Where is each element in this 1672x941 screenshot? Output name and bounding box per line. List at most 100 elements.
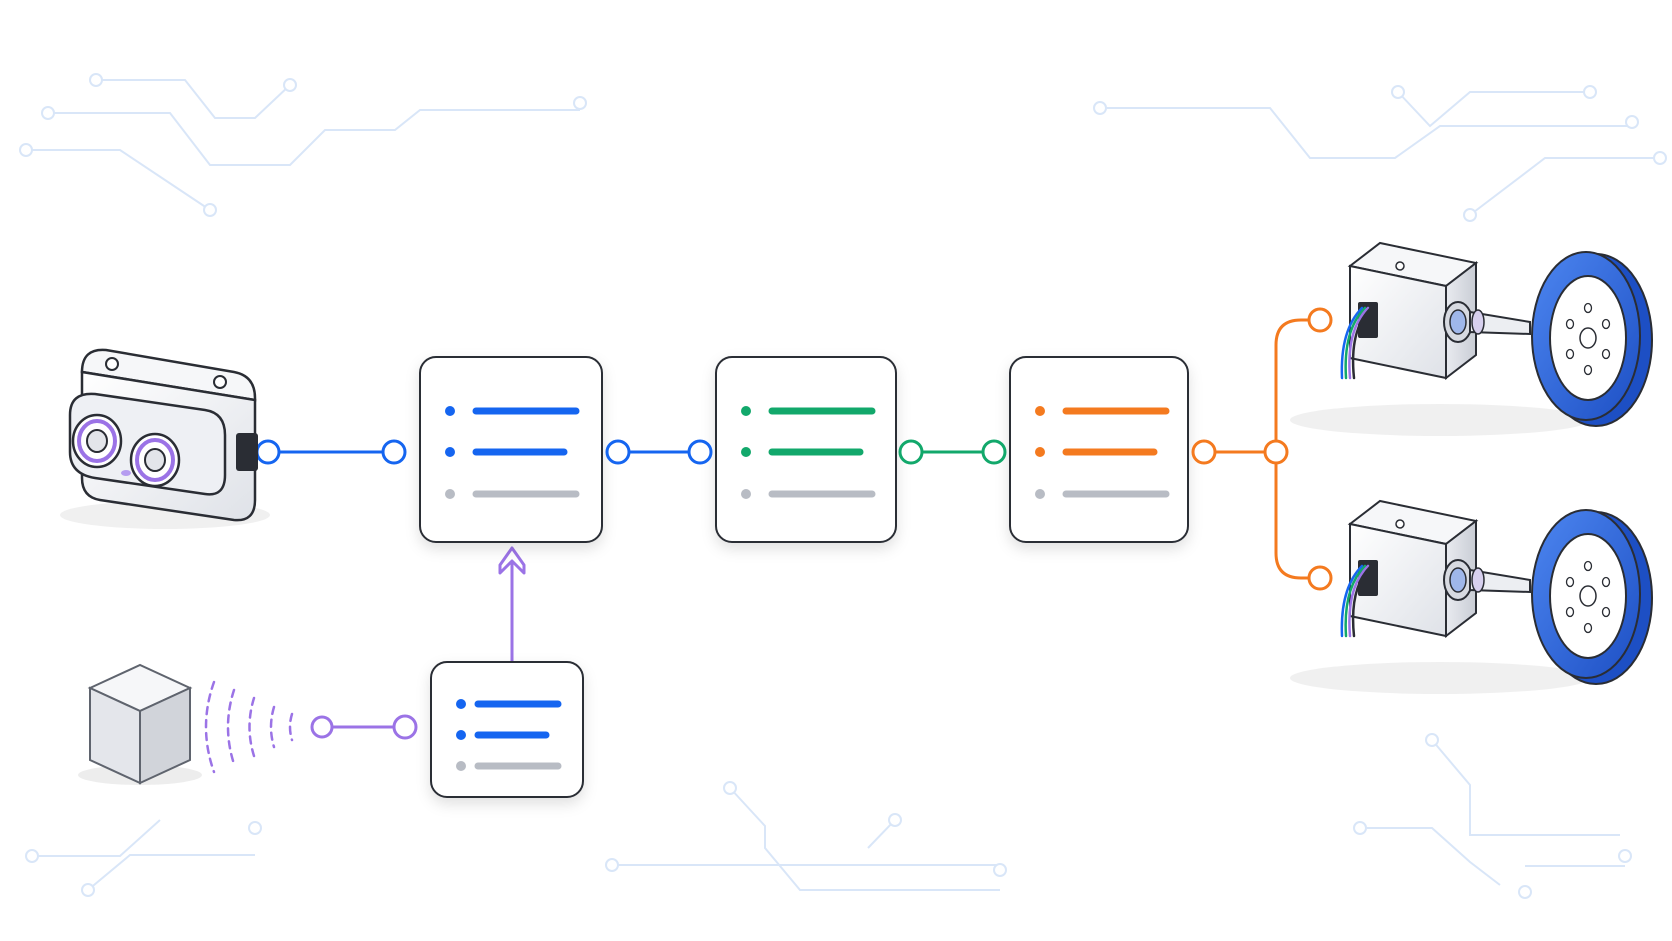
camera-indicator-led	[121, 470, 131, 476]
list-bullet	[741, 447, 751, 457]
trace-pad	[723, 781, 737, 795]
motor-cable-bundle	[1340, 306, 1373, 380]
gearbox-screw	[1395, 261, 1405, 271]
trace-pad	[248, 821, 262, 835]
list-bullet	[1035, 489, 1045, 499]
node-card-aux-stage[interactable]	[430, 661, 584, 798]
trace	[32, 819, 161, 857]
trace-pad	[203, 203, 217, 217]
trace	[1360, 827, 1501, 886]
wheel-bolt-hole	[1601, 318, 1611, 330]
port-camera-out[interactable]	[255, 439, 281, 465]
gearbox-screw	[1395, 519, 1405, 529]
trace-pad	[25, 849, 39, 863]
motor-cable-bundle	[1340, 564, 1373, 638]
wheel-bolt-hole	[1583, 302, 1593, 314]
camera-lens-left	[71, 413, 123, 469]
camera-top-face	[80, 348, 257, 402]
wheel-bolt-hole	[1601, 606, 1611, 618]
port-stage-3-out[interactable]	[1191, 439, 1217, 465]
port-stage-1-out[interactable]	[605, 439, 631, 465]
wireless-sensor-cube[interactable]	[78, 663, 294, 785]
trace	[729, 787, 1000, 891]
arrow-up-icon	[498, 546, 526, 575]
axle	[1469, 568, 1531, 594]
wheel-bolt-hole	[1565, 348, 1575, 360]
motor-wheel-top[interactable]	[1290, 241, 1653, 436]
wheel-bolt-hole	[1565, 318, 1575, 330]
trace-pad	[1391, 85, 1405, 99]
camera-lens-right	[129, 432, 181, 488]
list-lines-icon	[445, 406, 580, 499]
wheel-bolt-hole	[1583, 560, 1593, 572]
wheel	[1531, 251, 1653, 427]
list-bullet	[445, 447, 455, 457]
trace-pad	[283, 78, 297, 92]
trace-pad	[605, 858, 619, 872]
node-card-stage-2[interactable]	[715, 356, 897, 543]
trace-pad	[1463, 208, 1477, 222]
wheel-bolt-hole	[1583, 364, 1593, 376]
list-bullet	[456, 730, 466, 740]
port-splitter[interactable]	[1263, 439, 1289, 465]
wheel-bolt-hole	[1583, 622, 1593, 634]
node-card-stage-1[interactable]	[419, 356, 603, 543]
trace	[1397, 91, 1590, 128]
list-bullet	[456, 699, 466, 709]
wheel-bolt-hole	[1601, 576, 1611, 588]
list-bullet	[1035, 406, 1045, 416]
list-lines-icon	[1035, 406, 1170, 499]
trace-pad	[1093, 101, 1107, 115]
trace-pad	[89, 73, 103, 87]
list-bullet	[741, 489, 751, 499]
cube-right-face	[139, 686, 191, 785]
trace-pad	[1518, 885, 1532, 899]
list-bullet	[445, 489, 455, 499]
trace-pad	[19, 143, 33, 157]
connector-ports	[255, 307, 1333, 740]
axle	[1469, 310, 1531, 336]
trace	[1431, 739, 1620, 836]
port-aux-in[interactable]	[392, 714, 418, 740]
wheel-bolt-hole	[1565, 576, 1575, 588]
trace	[48, 109, 580, 166]
wire-splitter-to-motor-bottom	[1274, 452, 1310, 580]
trace	[26, 149, 211, 211]
wire-splitter-to-motor-top	[1274, 318, 1310, 452]
list-lines-icon	[741, 406, 876, 499]
node-card-stage-3[interactable]	[1009, 356, 1189, 543]
wheel-bolt-hole	[1565, 606, 1575, 618]
camera-mount-hole	[213, 375, 227, 389]
trace-pad	[1583, 85, 1597, 99]
trace-pad	[888, 813, 902, 827]
port-motor-top-in[interactable]	[1307, 307, 1333, 333]
trace-pad	[41, 106, 55, 120]
list-bullet	[456, 761, 466, 771]
trace	[96, 79, 291, 119]
motor-wheel-bottom[interactable]	[1290, 499, 1653, 694]
trace-pad	[1625, 115, 1639, 129]
card-surface	[430, 661, 584, 798]
connector-port-icon	[236, 433, 258, 471]
list-bullet	[1035, 447, 1045, 457]
trace-pad	[81, 883, 95, 897]
port-sensor-out[interactable]	[310, 715, 334, 739]
port-stage-2-in[interactable]	[687, 439, 713, 465]
wheel	[1531, 509, 1653, 685]
port-stage-2-out[interactable]	[898, 439, 924, 465]
port-stage-3-in[interactable]	[981, 439, 1007, 465]
trace-pad	[1653, 151, 1667, 165]
wheel-bolt-hole	[1601, 348, 1611, 360]
trace	[87, 854, 255, 891]
trace-pad	[1425, 733, 1439, 747]
list-bullet	[741, 406, 751, 416]
trace-pad	[1618, 849, 1632, 863]
port-motor-bottom-in[interactable]	[1307, 565, 1333, 591]
trace-pad	[993, 863, 1007, 877]
stereo-camera[interactable]	[60, 348, 270, 529]
camera-mount-hole	[105, 357, 119, 371]
list-bullet	[445, 406, 455, 416]
port-stage-1-in[interactable]	[381, 439, 407, 465]
trace-pad	[1353, 821, 1367, 835]
